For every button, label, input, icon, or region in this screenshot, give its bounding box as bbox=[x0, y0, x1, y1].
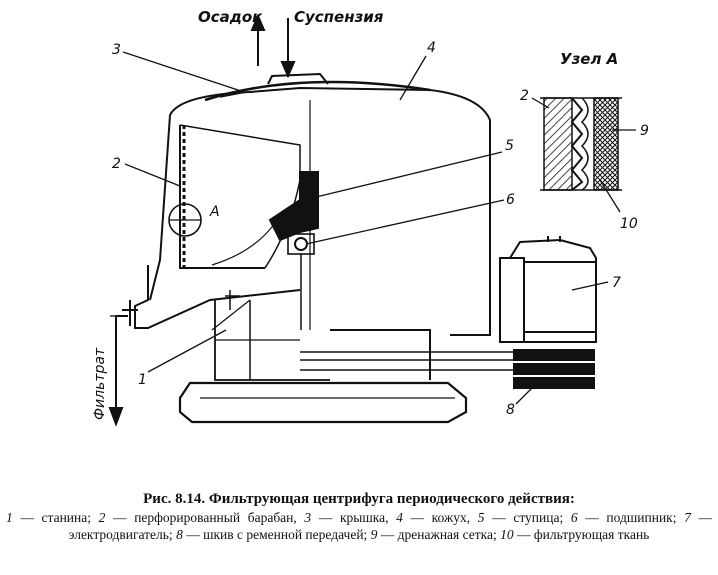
frame bbox=[122, 265, 468, 424]
detail-a bbox=[540, 97, 622, 191]
callout-8: 8 bbox=[506, 402, 515, 418]
label-detail-a: Узел А bbox=[560, 50, 618, 68]
legend-item-5: 5 — ступица; bbox=[477, 510, 571, 525]
suspension-arrow bbox=[280, 18, 296, 79]
label-sediment: Осадок bbox=[198, 8, 263, 26]
perforated-drum bbox=[168, 124, 301, 269]
legend-item-8: 8 — шкив с ременной передачей; bbox=[176, 527, 371, 542]
centrifuge-diagram: Осадок Суспензия Узел А Фильтрат 3 4 2 А… bbox=[92, 8, 649, 427]
callout-detail-2: 2 bbox=[520, 88, 529, 104]
callout-7: 7 bbox=[612, 275, 621, 291]
lid bbox=[204, 72, 431, 102]
legend-item-9: 9 — дренажная сетка; bbox=[370, 527, 501, 542]
leader-lines bbox=[110, 51, 636, 405]
legend-item-7: 7 — электродвигатель; bbox=[68, 510, 713, 542]
legend-item-4: 4 — кожух, bbox=[396, 510, 478, 525]
label-suspension: Суспензия bbox=[294, 8, 384, 26]
callout-a: А bbox=[209, 204, 220, 220]
legend-item-1: 1 — станина; bbox=[6, 510, 99, 525]
hub bbox=[268, 171, 319, 242]
label-filtrate: Фильтрат bbox=[92, 347, 108, 420]
legend-item-6: 6 — подшипник; bbox=[570, 510, 685, 525]
callout-3: 3 bbox=[112, 42, 121, 58]
callout-2: 2 bbox=[112, 156, 121, 172]
figure-caption: Рис. 8.14. Фильтрующая центрифуга период… bbox=[0, 490, 718, 575]
caption-legend: 1 — станина; 2 — перфорированный барабан… bbox=[0, 509, 718, 543]
casing bbox=[149, 86, 491, 336]
belt-drive bbox=[300, 351, 515, 371]
electric-motor bbox=[499, 236, 597, 343]
callout-6: 6 bbox=[506, 192, 515, 208]
callout-5: 5 bbox=[505, 138, 514, 154]
filtrate-arrow bbox=[108, 315, 128, 427]
legend-item-3: 3 — крышка, bbox=[304, 510, 397, 525]
callout-4: 4 bbox=[427, 40, 436, 56]
legend-item-10: 10 — фильтрующая ткань bbox=[500, 527, 650, 542]
callout-1: 1 bbox=[138, 372, 147, 388]
sediment-arrow bbox=[250, 13, 266, 66]
legend-item-2: 2 — перфорированный барабан, bbox=[98, 510, 305, 525]
pulley bbox=[513, 349, 595, 389]
caption-title: Рис. 8.14. Фильтрующая центрифуга период… bbox=[143, 491, 575, 507]
callout-10: 10 bbox=[620, 216, 638, 232]
callout-9: 9 bbox=[640, 123, 649, 139]
